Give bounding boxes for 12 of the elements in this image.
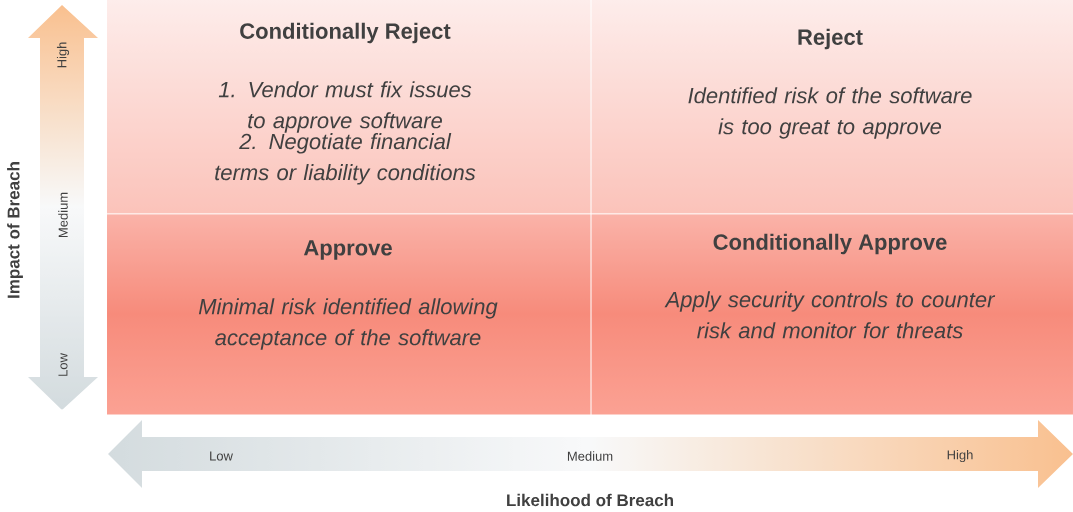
tick-label: Low [58,353,68,376]
quadrant-cell: Reject Identified risk of the software is too great to approve [688,28,972,139]
tick-label: High [947,449,973,463]
quadrant-cell: Approve Minimal risk identified allowing acceptance of the software [198,240,498,350]
tick-label: High [56,42,70,68]
tick-label: Low [210,451,233,461]
axis-title: Likelihood of Breach [507,493,673,507]
quadrant-cell: Conditionally Approve Apply security controls to counter risk and monitor for threats [664,233,996,339]
axis-title: Impact of Breach [7,162,23,298]
tick-label: Medium [58,192,68,238]
quadrant-cell: Conditionally Reject 1. Vendor must fix issues to approve software 2. Negotiate financial terms or liability conditions [215,22,476,185]
tick-label: Medium [567,451,613,461]
